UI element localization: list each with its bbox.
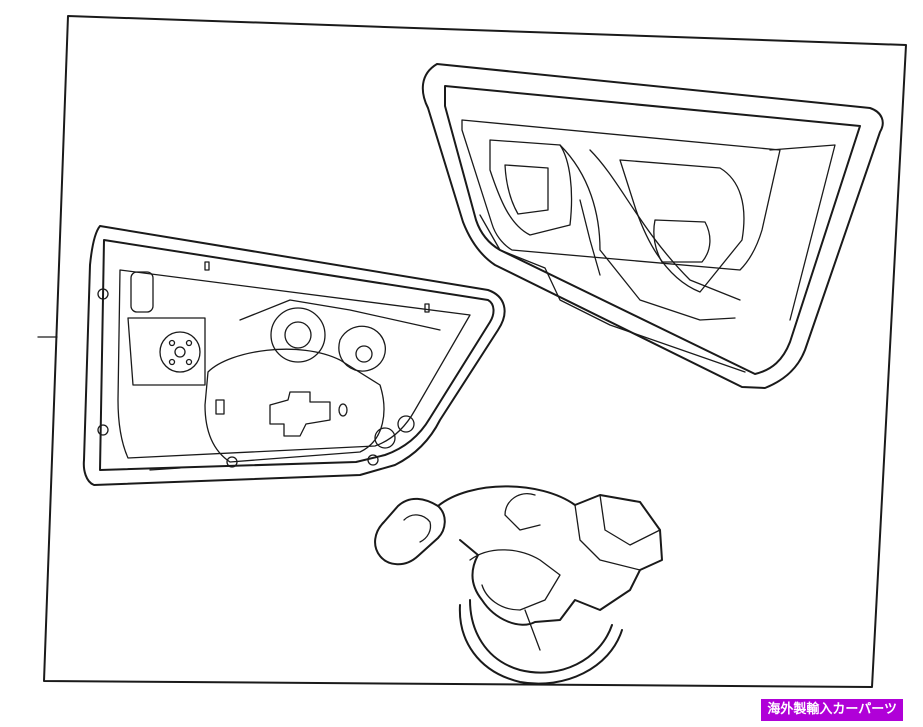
shop-watermark-badge: 海外製輸入カーパーツ — [761, 699, 903, 721]
lamp-housing-back — [82, 225, 506, 486]
diagram-frame — [43, 15, 907, 688]
tail-lamp-lens-assembly — [421, 63, 884, 389]
bulb-socket-harness — [374, 485, 663, 685]
